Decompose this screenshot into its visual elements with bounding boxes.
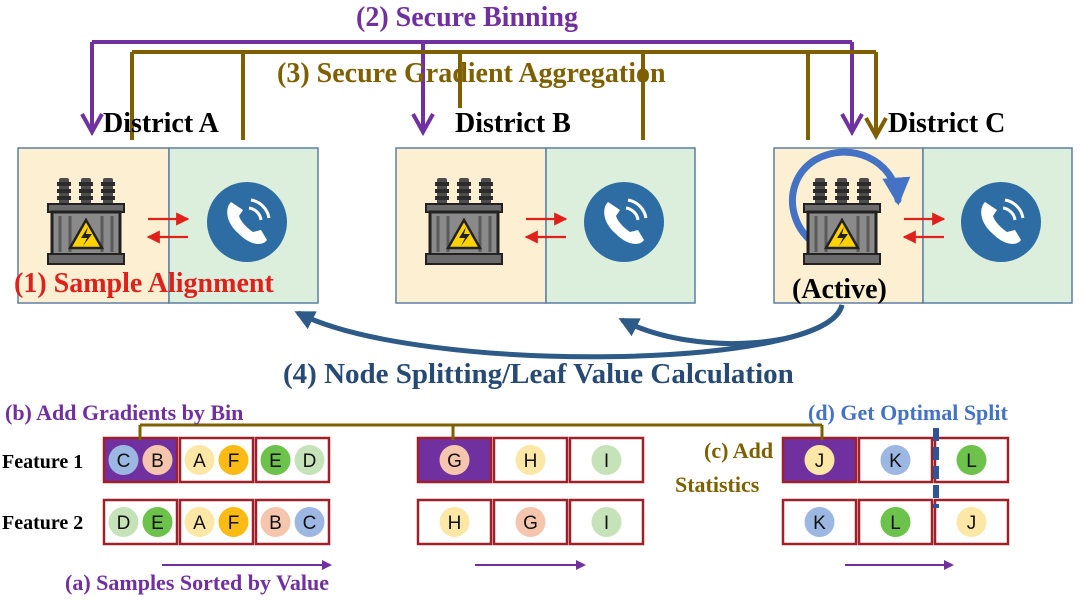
- bin-box: G: [492, 498, 569, 546]
- bin-box: L: [933, 436, 1010, 484]
- sample-circle: [956, 445, 987, 475]
- bin-box: L: [857, 498, 934, 546]
- bin-box: J: [781, 436, 858, 484]
- sample-circle: [439, 445, 470, 475]
- sample-label: E: [269, 451, 282, 472]
- sample-label: L: [890, 513, 901, 534]
- sample-label: K: [813, 513, 826, 534]
- sample-circle: [439, 507, 470, 537]
- node-splitting-label: (4) Node Splitting/Leaf Value Calculatio…: [283, 358, 794, 390]
- district-b-label: District B: [455, 108, 571, 139]
- bin-box: K: [781, 498, 858, 546]
- bin-box: K: [857, 436, 934, 484]
- bidirectional-arrows-icon: [902, 212, 946, 244]
- active-label: (Active): [792, 274, 887, 305]
- sample-label: F: [228, 451, 240, 472]
- feature-1-label: Feature 1: [2, 451, 84, 473]
- sample-circle: [108, 507, 139, 537]
- sample-alignment-label: (1) Sample Alignment: [14, 268, 274, 299]
- sample-circle: [218, 507, 249, 537]
- bin-box: H: [416, 498, 493, 546]
- sample-circle: [184, 445, 215, 475]
- phone-icon: [961, 182, 1041, 262]
- sample-label: B: [269, 513, 282, 534]
- secure-binning-connector: [92, 40, 852, 132]
- sample-label: I: [604, 451, 609, 472]
- statistics-connector: [138, 423, 824, 440]
- sample-circle: [294, 445, 325, 475]
- sample-label: E: [151, 513, 164, 534]
- add-statistics-label-line1: (c) Add: [704, 438, 774, 463]
- sample-circle: [260, 445, 291, 475]
- sample-circle: [591, 507, 622, 537]
- bidirectional-arrows-icon: [146, 212, 190, 244]
- add-statistics-label-line2: Statistics: [675, 472, 760, 497]
- phone-icon: [207, 182, 287, 262]
- sample-label: H: [524, 451, 538, 472]
- secure-binning-label: (2) Secure Binning: [356, 2, 578, 33]
- bin-box: I: [568, 498, 645, 546]
- sample-circle: [804, 507, 835, 537]
- bin-box: J: [933, 498, 1010, 546]
- bin-box: H: [492, 436, 569, 484]
- transformer-icon: [425, 178, 503, 265]
- sample-label: C: [117, 451, 131, 472]
- sample-label: B: [151, 451, 164, 472]
- sample-circle: [218, 445, 249, 475]
- panel-icons: [47, 178, 1041, 265]
- bin-box: G: [416, 436, 493, 484]
- sample-circle: [108, 445, 139, 475]
- sample-label: G: [523, 513, 538, 534]
- sample-circle: [294, 507, 325, 537]
- gradient-aggregation-label: (3) Secure Gradient Aggregation: [277, 58, 666, 89]
- sample-circle: [591, 445, 622, 475]
- sample-circle: [880, 507, 911, 537]
- sample-label: J: [815, 451, 825, 472]
- gradient-aggregation-connector: [130, 50, 876, 140]
- sample-label: D: [117, 513, 131, 534]
- phone-icon: [584, 182, 664, 262]
- add-gradients-label: (b) Add Gradients by Bin: [5, 400, 244, 425]
- sample-label: A: [193, 451, 206, 472]
- bidirectional-arrows-icon: [524, 212, 568, 244]
- sample-circle: [515, 507, 546, 537]
- district-a-label: District A: [103, 108, 219, 139]
- node-splitting-arrows: [294, 304, 845, 360]
- sample-circle: [880, 445, 911, 475]
- feature-2-label: Feature 2: [2, 512, 84, 534]
- sample-circle: [804, 445, 835, 475]
- sample-label: D: [303, 451, 317, 472]
- sample-circle: [142, 445, 173, 475]
- sample-label: H: [448, 513, 462, 534]
- sample-label: A: [193, 513, 206, 534]
- sample-label: K: [889, 451, 902, 472]
- transformer-icon: [803, 178, 881, 265]
- sample-label: I: [604, 513, 609, 534]
- sample-label: C: [303, 513, 317, 534]
- sample-circle: [184, 507, 215, 537]
- district-c-label: District C: [888, 108, 1006, 139]
- sample-label: L: [966, 451, 977, 472]
- sample-circle: [260, 507, 291, 537]
- bin-box: I: [568, 436, 645, 484]
- optimal-split-label: (d) Get Optimal Split: [808, 400, 1008, 425]
- sample-label: F: [228, 513, 240, 534]
- samples-sorted-label: (a) Samples Sorted by Value: [65, 570, 330, 595]
- sample-label: J: [967, 513, 977, 534]
- transformer-icon: [47, 178, 125, 265]
- sample-circle: [142, 507, 173, 537]
- sample-label: G: [447, 451, 462, 472]
- sample-circle: [956, 507, 987, 537]
- sample-circle: [515, 445, 546, 475]
